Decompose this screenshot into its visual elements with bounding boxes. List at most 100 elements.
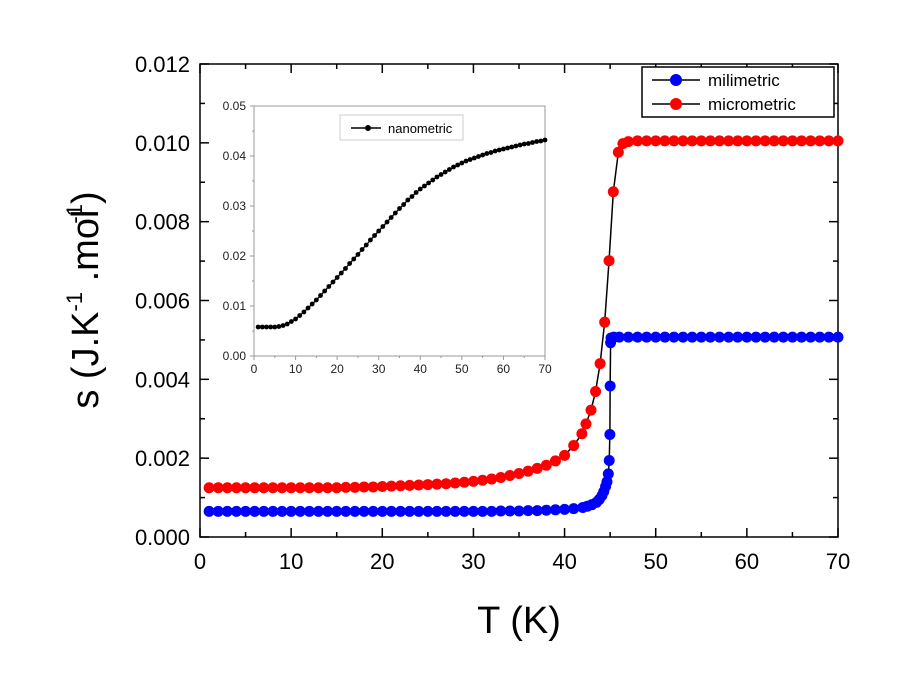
x-tick-label: 70 bbox=[826, 549, 850, 574]
data-point-nanometric bbox=[455, 162, 461, 168]
data-point-nanometric bbox=[376, 228, 382, 234]
data-point-milimetric bbox=[732, 331, 744, 343]
data-point-micrometric bbox=[659, 135, 671, 147]
data-point-nanometric bbox=[521, 141, 527, 147]
data-point-micrometric bbox=[285, 482, 297, 494]
legend-label-milimetric: milimetric bbox=[708, 71, 780, 90]
data-point-micrometric bbox=[704, 135, 716, 147]
y-tick-label: 0.04 bbox=[223, 149, 247, 163]
data-point-nanometric bbox=[372, 233, 377, 238]
legend-label-micrometric: micrometric bbox=[708, 95, 796, 114]
data-point-nanometric bbox=[384, 219, 390, 225]
x-axis-title: T (K) bbox=[477, 600, 561, 642]
y-tick-label: 0.002 bbox=[135, 446, 190, 471]
data-point-micrometric bbox=[750, 135, 762, 147]
data-point-micrometric bbox=[777, 135, 789, 147]
data-point-micrometric bbox=[531, 462, 543, 474]
data-point-micrometric bbox=[294, 482, 306, 494]
y-axis-title-mid: .mol bbox=[65, 210, 107, 292]
data-point-nanometric bbox=[334, 275, 340, 280]
data-point-milimetric bbox=[531, 505, 543, 517]
data-point-milimetric bbox=[221, 505, 233, 517]
y-axis-title-end: ) bbox=[65, 191, 107, 204]
data-point-nanometric bbox=[463, 158, 469, 164]
data-point-micrometric bbox=[714, 135, 726, 147]
data-point-nanometric bbox=[538, 138, 544, 144]
data-point-milimetric bbox=[431, 505, 443, 517]
data-point-micrometric bbox=[768, 135, 780, 147]
data-point-micrometric bbox=[258, 482, 270, 494]
data-point-nanometric bbox=[297, 313, 303, 318]
data-point-nanometric bbox=[430, 177, 436, 183]
data-point-micrometric bbox=[695, 135, 707, 147]
data-point-micrometric bbox=[395, 480, 407, 492]
data-point-milimetric bbox=[559, 503, 571, 515]
data-point-nanometric bbox=[338, 270, 344, 276]
data-point-nanometric bbox=[330, 279, 336, 285]
data-point-micrometric bbox=[759, 135, 771, 147]
data-point-nanometric bbox=[484, 151, 490, 156]
data-point-micrometric bbox=[312, 482, 324, 494]
data-point-milimetric bbox=[540, 504, 552, 516]
data-point-milimetric bbox=[385, 505, 397, 517]
data-point-milimetric bbox=[650, 331, 662, 343]
data-point-milimetric bbox=[395, 505, 407, 517]
data-point-micrometric bbox=[612, 146, 624, 158]
data-point-milimetric bbox=[695, 331, 707, 343]
data-point-micrometric bbox=[203, 482, 215, 494]
data-point-milimetric bbox=[602, 468, 614, 480]
data-point-milimetric bbox=[203, 505, 215, 517]
data-point-milimetric bbox=[513, 505, 525, 517]
data-point-micrometric bbox=[413, 479, 425, 491]
y-tick-label: 0.03 bbox=[223, 199, 247, 213]
data-point-micrometric bbox=[449, 477, 461, 489]
data-point-micrometric bbox=[796, 135, 808, 147]
data-point-milimetric bbox=[486, 505, 498, 517]
data-point-micrometric bbox=[504, 470, 516, 482]
data-point-nanometric bbox=[363, 242, 369, 248]
data-point-milimetric bbox=[832, 331, 844, 343]
data-point-milimetric bbox=[294, 505, 306, 517]
data-point-micrometric bbox=[495, 471, 507, 483]
inset-legend: nanometric bbox=[339, 114, 464, 141]
data-point-nanometric bbox=[355, 252, 361, 257]
data-point-micrometric bbox=[340, 481, 352, 493]
data-point-micrometric bbox=[212, 482, 224, 494]
data-point-nanometric bbox=[476, 154, 481, 159]
data-point-micrometric bbox=[367, 481, 379, 493]
data-point-milimetric bbox=[714, 331, 726, 343]
data-point-milimetric bbox=[340, 505, 352, 517]
data-point-milimetric bbox=[267, 505, 279, 517]
data-point-nanometric bbox=[289, 319, 294, 324]
data-point-micrometric bbox=[594, 358, 606, 370]
data-point-milimetric bbox=[331, 505, 343, 517]
x-tick-label: 70 bbox=[538, 362, 552, 376]
data-point-milimetric bbox=[741, 331, 753, 343]
data-point-micrometric bbox=[549, 455, 561, 467]
y-tick-label: 0.000 bbox=[135, 525, 190, 550]
data-point-milimetric bbox=[495, 505, 507, 517]
data-point-micrometric bbox=[599, 316, 611, 328]
data-point-nanometric bbox=[530, 140, 535, 145]
data-point-micrometric bbox=[513, 468, 525, 480]
data-point-nanometric bbox=[501, 146, 506, 152]
data-point-micrometric bbox=[458, 476, 470, 488]
data-point-milimetric bbox=[786, 331, 798, 343]
data-point-milimetric bbox=[549, 504, 561, 516]
x-tick-label: 20 bbox=[330, 362, 344, 376]
data-point-nanometric bbox=[392, 210, 398, 216]
data-point-milimetric bbox=[230, 505, 242, 517]
y-tick-label: 0.00 bbox=[223, 349, 247, 363]
x-tick-label: 20 bbox=[370, 549, 394, 574]
y-axis-title-sup1: -1 bbox=[62, 292, 87, 312]
y-axis-title: s (J.K-1 .mol-1) bbox=[62, 191, 107, 408]
data-point-milimetric bbox=[814, 331, 826, 343]
data-point-micrometric bbox=[240, 482, 252, 494]
data-point-milimetric bbox=[823, 331, 835, 343]
data-point-nanometric bbox=[509, 144, 515, 150]
data-point-milimetric bbox=[358, 505, 370, 517]
data-point-micrometric bbox=[221, 482, 233, 494]
data-point-nanometric bbox=[272, 324, 278, 330]
inset-background bbox=[250, 103, 546, 355]
